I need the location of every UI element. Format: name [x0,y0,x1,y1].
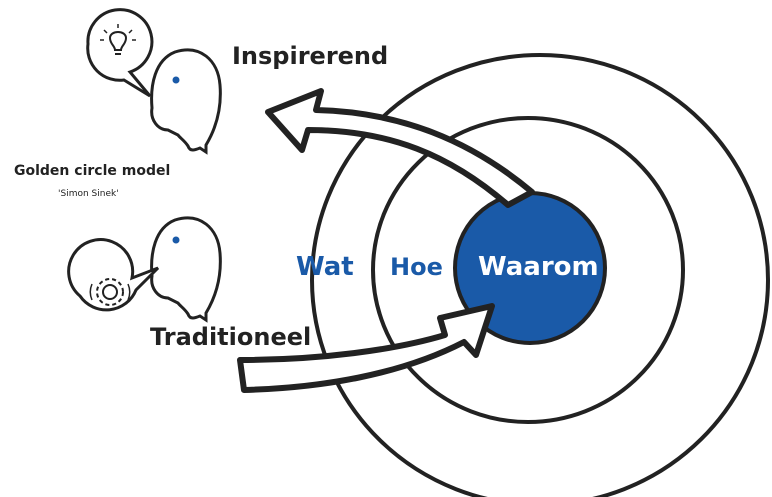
diagram-subtitle: 'Simon Sinek' [58,189,119,199]
head-bottom [150,216,222,323]
speech-bubble-top [86,8,154,98]
inspirerend-arrow [265,88,535,208]
ring-label-wat: Wat [296,252,354,282]
head-top [150,48,222,155]
label-traditioneel: Traditioneel [150,323,311,351]
ring-label-hoe: Hoe [390,253,443,281]
gear-icon [89,278,131,306]
label-inspirerend: Inspirerend [232,42,388,70]
ring-label-waarom: Waarom [478,252,599,282]
speech-bubble-bottom [67,238,160,312]
diagram-title: Golden circle model [14,163,170,179]
lightbulb-icon [100,24,136,55]
traditioneel-arrow [237,303,495,393]
